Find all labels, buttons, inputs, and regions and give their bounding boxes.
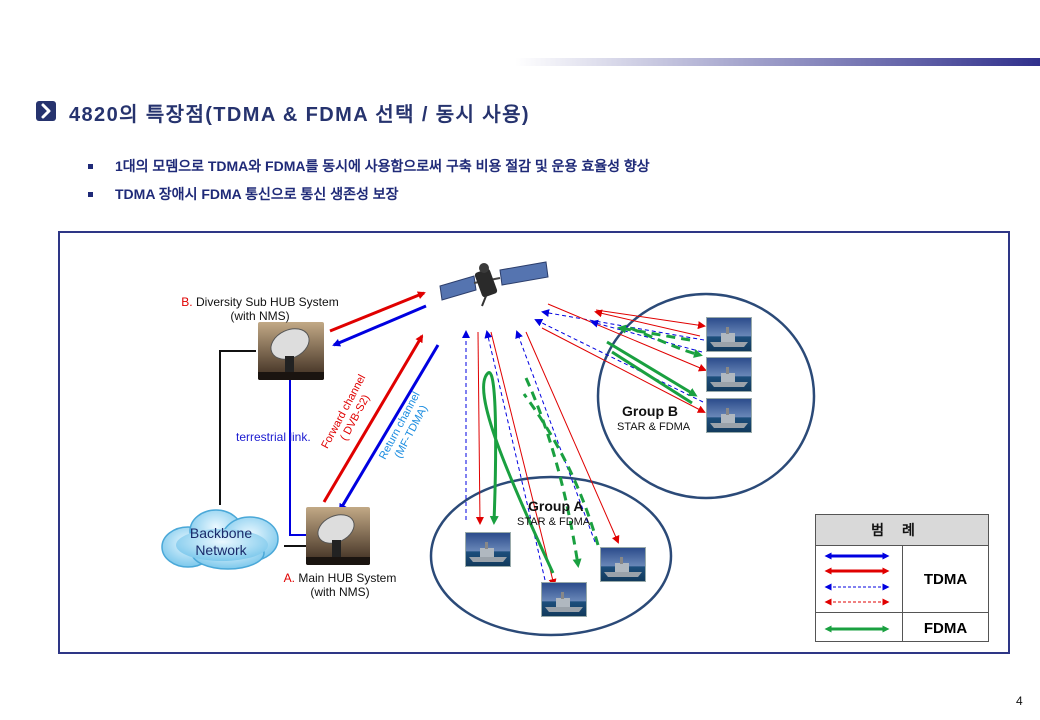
group-a-sub: STAR & FDMA xyxy=(517,516,591,528)
legend-tdma-label: TDMA xyxy=(923,571,968,588)
group-a-title: Group A xyxy=(528,498,584,514)
sub-hub-name: Diversity Sub HUB System xyxy=(195,295,339,309)
sub-hub-label: B. Diversity Sub HUB System (with NMS) xyxy=(160,295,360,323)
main-hub-sub: (with NMS) xyxy=(310,585,370,599)
bullet-item-1: 1대의 모뎀으로 TDMA와 FDMA를 동시에 사용함으로써 구축 비용 절감… xyxy=(88,156,650,176)
page-title: 4820의 특장점(TDMA & FDMA 선택 / 동시 사용) xyxy=(69,104,530,126)
mainhub-forward-arrow xyxy=(322,334,424,503)
legend-divider xyxy=(902,545,903,642)
sub-hub-sub: (with NMS) xyxy=(230,309,290,323)
subhub-return-arrow xyxy=(332,304,427,347)
chevron-right-icon xyxy=(36,101,56,121)
ship-image xyxy=(706,317,752,352)
ship-image xyxy=(706,357,752,392)
backbone-cloud-icon xyxy=(158,507,284,571)
page-number: 4 xyxy=(1016,694,1023,708)
mainhub-return-arrow xyxy=(338,344,440,512)
group-b-sub: STAR & FDMA xyxy=(617,421,691,433)
main-hub-label: A. Main HUB System (with NMS) xyxy=(250,571,430,599)
main-hub-name: Main HUB System xyxy=(298,571,397,585)
satellite-icon xyxy=(439,261,549,307)
backbone-label-line1: Backbone xyxy=(189,525,253,541)
terrestrial-link-line xyxy=(289,380,307,536)
legend-divider xyxy=(816,612,988,613)
group-b-ellipse xyxy=(596,292,816,500)
bullet-square-icon xyxy=(88,191,93,197)
diagram-frame xyxy=(58,231,1010,654)
bullet-text: 1대의 모뎀으로 TDMA와 FDMA를 동시에 사용함으로써 구축 비용 절감… xyxy=(115,158,650,174)
legend-fdma-label: FDMA xyxy=(923,620,968,637)
legend-title: 범례 xyxy=(816,515,988,546)
bullet-item-2: TDMA 장애시 FDMA 통신으로 통신 생존성 보장 xyxy=(88,184,399,204)
subhub-forward-arrow xyxy=(329,291,426,333)
bullet-square-icon xyxy=(88,163,93,169)
backbone-network-label: Backbone Network xyxy=(158,525,284,559)
terrestrial-link-label: terrestrial link. xyxy=(236,430,311,444)
ship-image xyxy=(600,547,646,582)
header-gradient-bar xyxy=(515,58,1040,66)
backbone-label-line2: Network xyxy=(195,542,247,558)
sub-hub-dish-image xyxy=(258,322,324,380)
bullet-text: TDMA 장애시 FDMA 통신으로 통신 생존성 보장 xyxy=(115,186,399,202)
group-b-title: Group B xyxy=(622,403,678,419)
main-hub-dish-image xyxy=(306,507,370,565)
ship-image xyxy=(706,398,752,433)
legend-table: 범례 TDMA FDMA xyxy=(815,514,989,642)
backbone-to-subhub-link xyxy=(219,350,256,505)
group-a-ellipse xyxy=(429,475,673,637)
legend-swatches xyxy=(824,552,890,633)
main-hub-marker: A. xyxy=(283,571,295,585)
ship-image xyxy=(465,532,511,567)
sub-hub-marker: B. xyxy=(181,295,193,309)
ship-image xyxy=(541,582,587,617)
